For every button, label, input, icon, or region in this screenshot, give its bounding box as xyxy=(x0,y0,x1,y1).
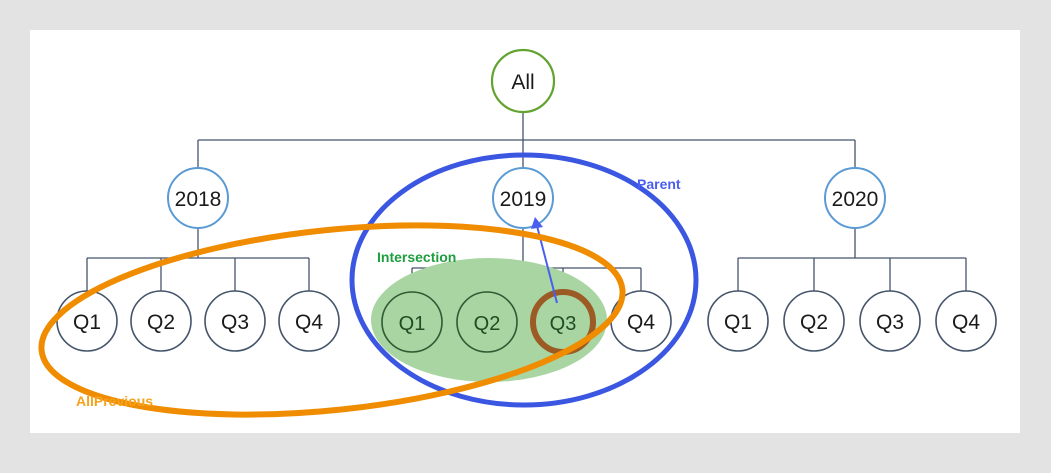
node-year-2019-label: 2019 xyxy=(500,188,547,211)
parent-pointer-head xyxy=(531,217,543,229)
node-2020-q2[interactable]: Q2 xyxy=(783,290,845,352)
node-2020-q4[interactable]: Q4 xyxy=(935,290,997,352)
node-2018-q2[interactable]: Q2 xyxy=(130,290,192,352)
node-all-circle[interactable] xyxy=(490,48,556,114)
node-2018-q4[interactable]: Q4 xyxy=(278,290,340,352)
node-2019-q3-label: Q3 xyxy=(550,313,577,335)
node-2020-q1-label: Q1 xyxy=(724,311,752,334)
node-2020-q2-circle[interactable] xyxy=(783,290,845,352)
node-year-2018-label: 2018 xyxy=(175,188,222,211)
node-2018-q3[interactable]: Q3 xyxy=(204,290,266,352)
node-year-2020-circle[interactable] xyxy=(824,167,886,229)
node-year-2018[interactable]: 2018 xyxy=(167,167,229,229)
node-2019-q1-label: Q1 xyxy=(399,313,426,335)
node-year-2019-circle[interactable] xyxy=(492,167,554,229)
node-year-2018-circle[interactable] xyxy=(167,167,229,229)
node-2018-q4-circle[interactable] xyxy=(278,290,340,352)
node-2020-q2-label: Q2 xyxy=(800,311,828,334)
node-2018-q1-label: Q1 xyxy=(73,311,101,334)
node-2020-q4-label: Q4 xyxy=(952,311,980,334)
node-2020-q3-circle[interactable] xyxy=(859,290,921,352)
allprevious-set-ellipse[interactable] xyxy=(32,200,632,440)
node-2019-q4-label: Q4 xyxy=(627,311,655,334)
node-year-2020-label: 2020 xyxy=(832,188,879,211)
node-2020-q3[interactable]: Q3 xyxy=(859,290,921,352)
node-2020-q3-label: Q3 xyxy=(876,311,904,334)
node-2018-q3-label: Q3 xyxy=(221,311,249,334)
node-2019-q4[interactable]: Q4 xyxy=(610,290,672,352)
node-2018-q4-label: Q4 xyxy=(295,311,323,334)
node-2018-q2-circle[interactable] xyxy=(130,290,192,352)
node-2019-q1[interactable]: Q1 xyxy=(381,291,443,353)
node-year-2019[interactable]: 2019 xyxy=(492,167,554,229)
parent-set-ellipse[interactable] xyxy=(349,152,699,408)
node-2018-q2-label: Q2 xyxy=(147,311,175,334)
label-intersection: Intersection xyxy=(377,249,456,265)
node-year-2020[interactable]: 2020 xyxy=(824,167,886,229)
node-all-label: All xyxy=(511,71,534,94)
label-parent: Parent xyxy=(637,176,681,192)
node-2019-q2-circle[interactable] xyxy=(456,291,518,353)
label-allprevious: AllPrevious xyxy=(76,393,153,409)
node-2019-q2[interactable]: Q2 xyxy=(456,291,518,353)
node-2018-q1[interactable]: Q1 xyxy=(56,290,118,352)
node-2019-q1-circle[interactable] xyxy=(381,291,443,353)
node-2020-q1-circle[interactable] xyxy=(707,290,769,352)
node-all[interactable]: All xyxy=(490,48,556,114)
node-2020-q1[interactable]: Q1 xyxy=(707,290,769,352)
node-2019-q2-label: Q2 xyxy=(474,313,501,335)
node-2018-q3-circle[interactable] xyxy=(204,290,266,352)
node-2020-q4-circle[interactable] xyxy=(935,290,997,352)
